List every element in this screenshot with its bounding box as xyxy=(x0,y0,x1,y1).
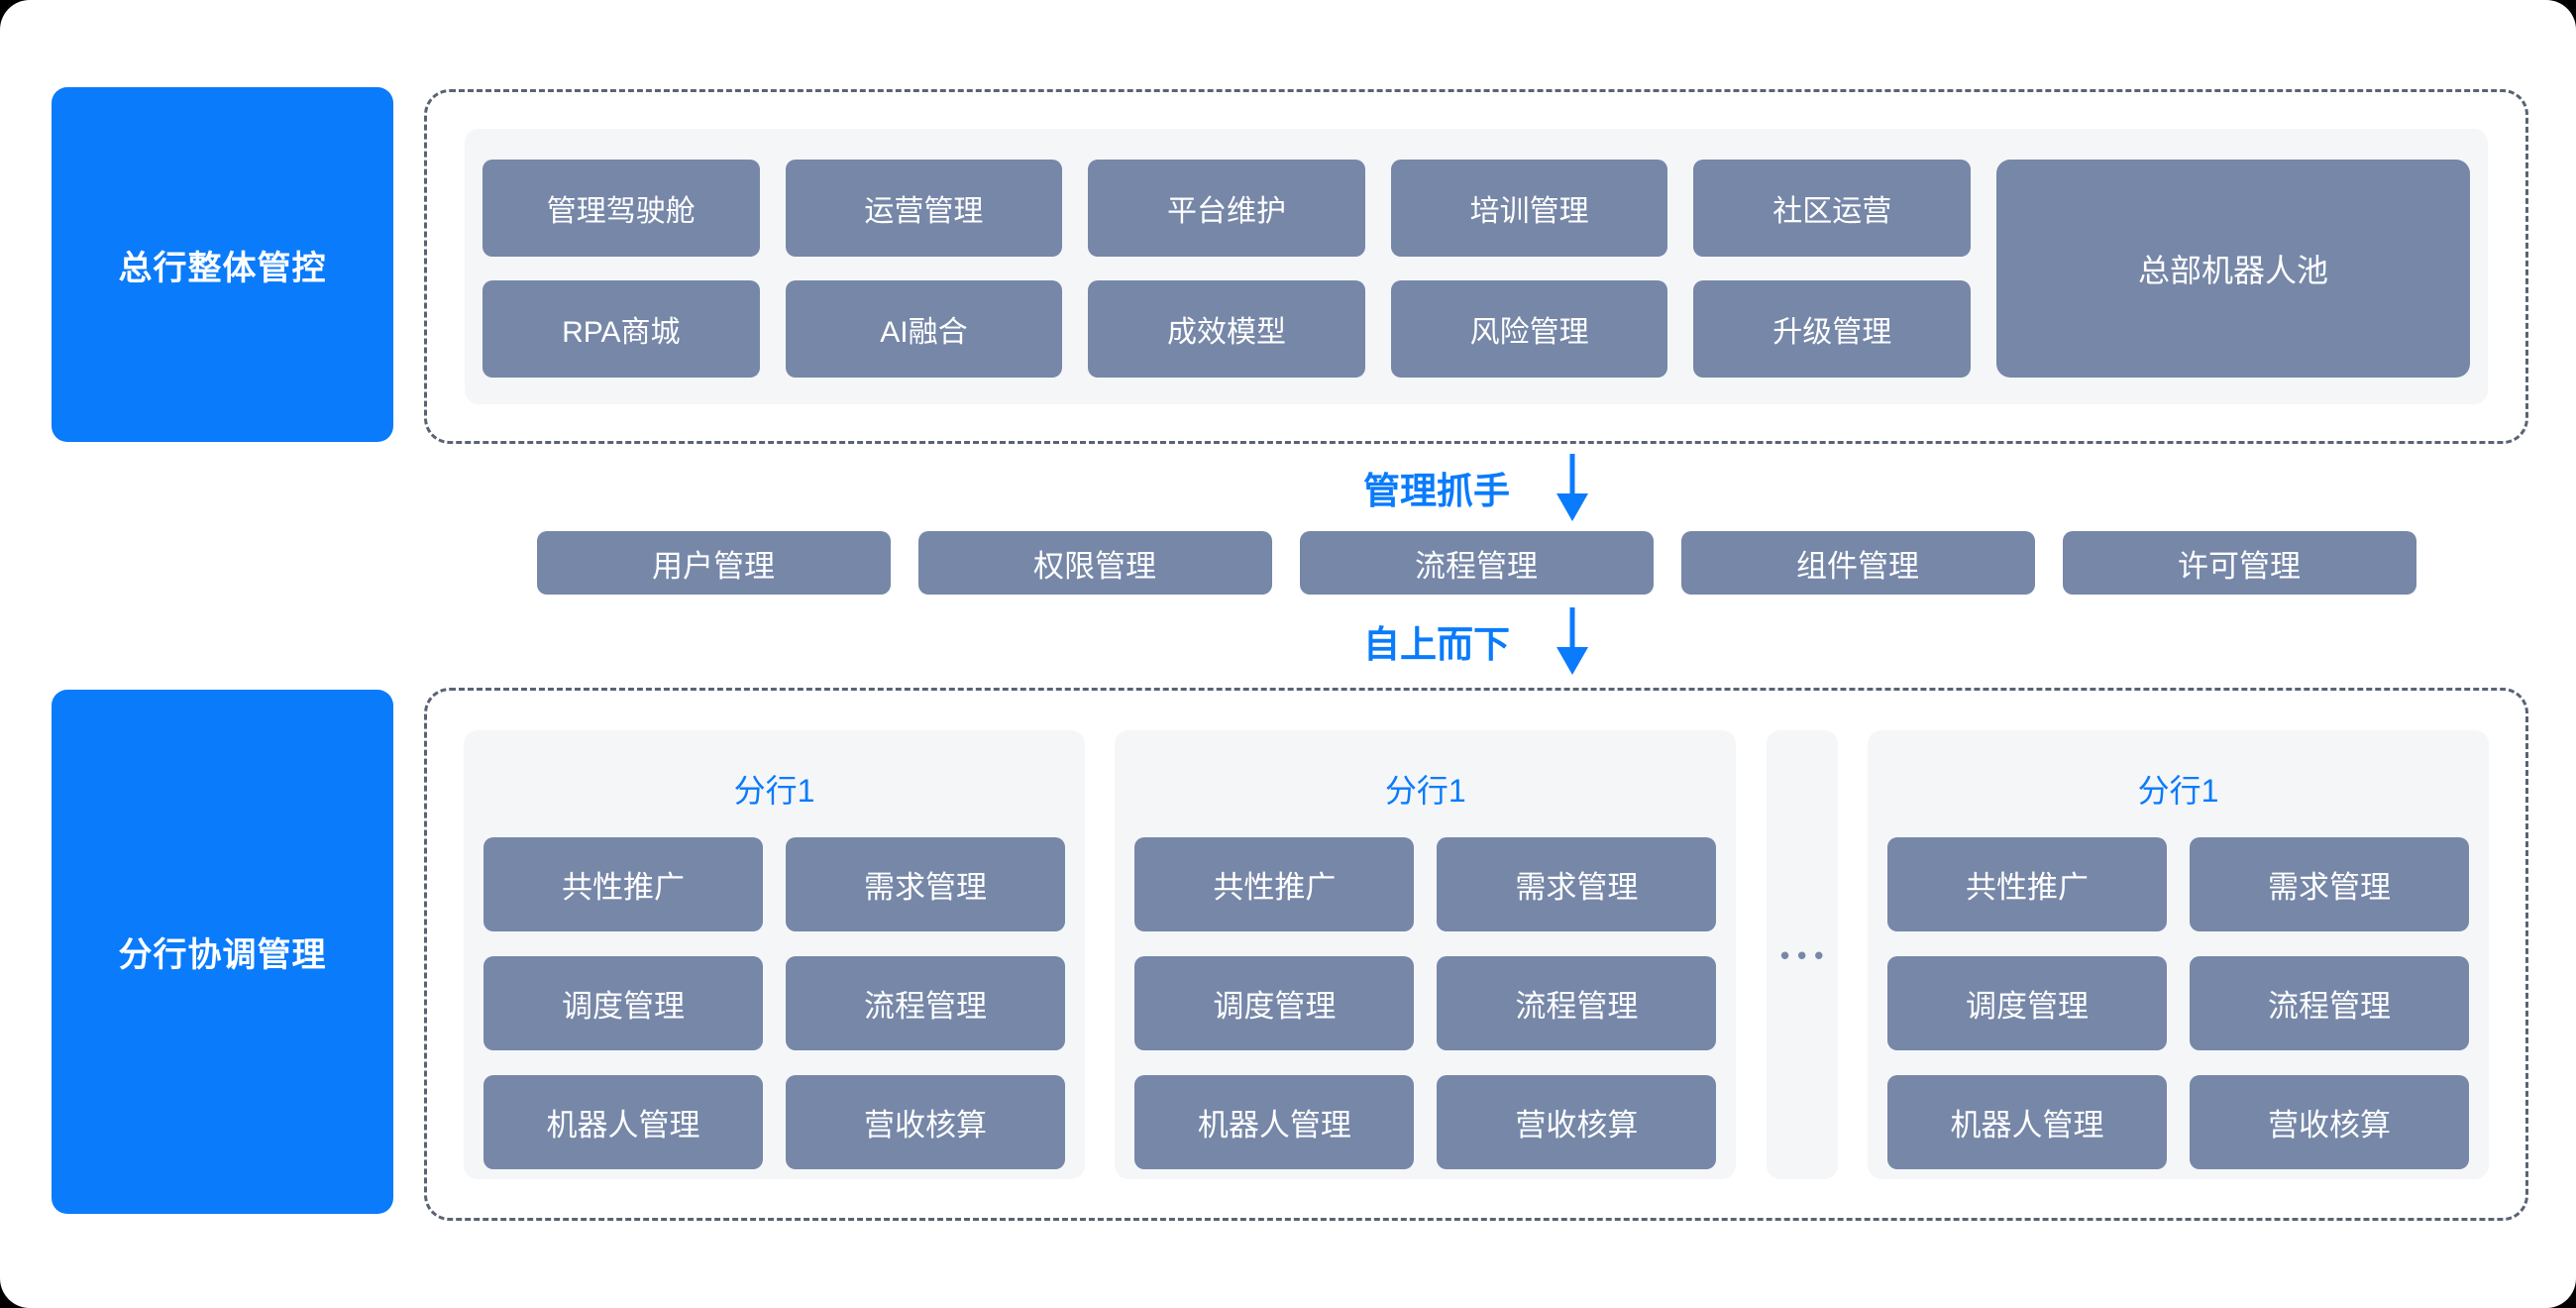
flow-label-management-handle: 管理抓手 xyxy=(1363,471,1510,511)
module-chip: 运营管理 xyxy=(785,160,1063,257)
governance-module-row: 用户管理 权限管理 流程管理 组件管理 许可管理 xyxy=(424,531,2528,595)
branch-module-chip: 营收核算 xyxy=(786,1075,1065,1169)
branch-module-chip: 流程管理 xyxy=(2189,956,2469,1050)
branch-module-chip: 共性推广 xyxy=(1886,837,2167,931)
branch-module-grid: 共性推广 需求管理 调度管理 流程管理 机器人管理 营收核算 xyxy=(483,837,1065,1169)
branch-module-chip: 调度管理 xyxy=(1134,956,1415,1050)
branch-module-chip: 需求管理 xyxy=(1437,837,1717,931)
branch-modules-container xyxy=(424,688,2528,1221)
governance-chip: 许可管理 xyxy=(2062,531,2416,595)
governance-chip: 用户管理 xyxy=(536,531,891,595)
branch-module-chip: 共性推广 xyxy=(1134,837,1415,931)
more-branches-column: ••• xyxy=(1766,730,1838,1179)
governance-chip: 流程管理 xyxy=(1299,531,1654,595)
module-chip: 培训管理 xyxy=(1390,160,1668,257)
governance-chip: 权限管理 xyxy=(917,531,1272,595)
down-arrow-icon xyxy=(1556,605,1589,677)
module-chip: 升级管理 xyxy=(1693,280,1972,378)
module-chip: 平台维护 xyxy=(1088,160,1365,257)
ellipsis-icon: ••• xyxy=(1780,939,1832,970)
branch-module-chip: 需求管理 xyxy=(786,837,1065,931)
branch-module-chip: 流程管理 xyxy=(786,956,1065,1050)
module-chip: 风险管理 xyxy=(1390,280,1668,378)
branch-module-chip: 营收核算 xyxy=(1437,1075,1717,1169)
head-office-control-label: 总行整体管控 xyxy=(52,87,393,442)
branch-card: 分行1 共性推广 需求管理 调度管理 流程管理 机器人管理 营收核算 xyxy=(1115,730,1737,1179)
module-chip: 社区运营 xyxy=(1693,160,1972,257)
branch-title: 分行1 xyxy=(2137,773,2219,809)
head-office-modules-container: 总部机器人池 管理驾驶舱 运营管理 平台维护 培训管理 社区运营 RPA商城 A… xyxy=(424,89,2528,444)
module-chip: 管理驾驶舱 xyxy=(483,160,760,257)
flow-label-top-down: 自上而下 xyxy=(1363,624,1510,665)
module-chip: AI融合 xyxy=(785,280,1063,378)
branch-module-chip: 营收核算 xyxy=(2189,1075,2469,1169)
branch-module-grid: 共性推广 需求管理 调度管理 流程管理 机器人管理 营收核算 xyxy=(1134,837,1717,1169)
branch-module-chip: 调度管理 xyxy=(1886,956,2167,1050)
hq-robot-pool-chip: 总部机器人池 xyxy=(1996,160,2470,378)
branch-module-chip: 共性推广 xyxy=(483,837,763,931)
branch-module-chip: 机器人管理 xyxy=(1886,1075,2167,1169)
head-office-module-grid: 总部机器人池 管理驾驶舱 运营管理 平台维护 培训管理 社区运营 RPA商城 A… xyxy=(483,160,2470,378)
branch-module-chip: 需求管理 xyxy=(2189,837,2469,931)
governance-chip: 组件管理 xyxy=(1680,531,2035,595)
branch-card-row: 分行1 共性推广 需求管理 调度管理 流程管理 机器人管理 营收核算 分行1 xyxy=(464,730,2489,1179)
module-chip: RPA商城 xyxy=(483,280,760,378)
branch-module-chip: 机器人管理 xyxy=(1134,1075,1415,1169)
module-chip: 成效模型 xyxy=(1088,280,1365,378)
flow-row-management-handle: 管理抓手 xyxy=(424,444,2528,531)
branch-module-chip: 机器人管理 xyxy=(483,1075,763,1169)
head-office-modules-panel: 总部机器人池 管理驾驶舱 运营管理 平台维护 培训管理 社区运营 RPA商城 A… xyxy=(465,129,2488,404)
branch-card: 分行1 共性推广 需求管理 调度管理 流程管理 机器人管理 营收核算 xyxy=(1867,730,2489,1179)
branch-title: 分行1 xyxy=(1384,773,1466,809)
branch-title: 分行1 xyxy=(733,773,815,809)
branch-card: 分行1 共性推广 需求管理 调度管理 流程管理 机器人管理 营收核算 xyxy=(464,730,1085,1179)
flow-row-top-down: 自上而下 xyxy=(424,595,2528,688)
branch-coordination-label: 分行协调管理 xyxy=(52,690,393,1214)
down-arrow-icon xyxy=(1556,452,1589,523)
branch-module-chip: 调度管理 xyxy=(483,956,763,1050)
branch-module-grid: 共性推广 需求管理 调度管理 流程管理 机器人管理 营收核算 xyxy=(1886,837,2469,1169)
branch-module-chip: 流程管理 xyxy=(1437,956,1717,1050)
